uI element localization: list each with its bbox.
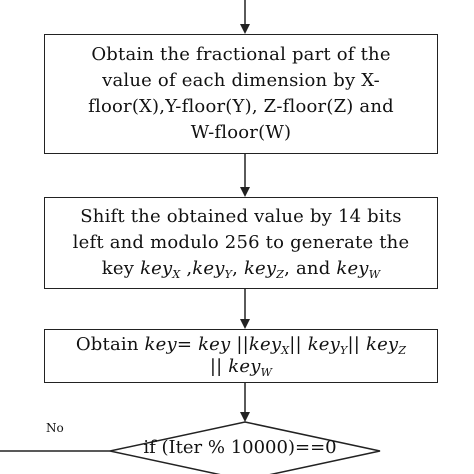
combine-key-z-base: key <box>365 334 399 355</box>
key-y-subscript: Y <box>224 268 233 281</box>
combine-key-y: keyY <box>307 334 348 357</box>
key-z-base: key <box>243 258 277 279</box>
key-w: keyW <box>336 258 381 281</box>
step-combine-key: Obtain key= key ||keyX|| keyY|| keyZ || … <box>44 329 438 383</box>
combine-key-y-subscript: Y <box>340 344 348 357</box>
key-w-subscript: W <box>368 268 381 281</box>
combine-key-x: keyX <box>248 334 290 357</box>
separator-1: , <box>180 258 193 279</box>
step-combine-text: Obtain key= key ||keyX|| keyY|| keyZ || … <box>76 334 406 378</box>
combine-key-equation: key= key <box>144 334 231 355</box>
key-x: keyX <box>140 258 181 281</box>
decision-diamond <box>109 421 381 474</box>
key-x-base: key <box>140 258 173 279</box>
step-shift-key-word: key <box>101 258 141 279</box>
key-y: keyY <box>192 258 233 281</box>
concat-bars-3: || <box>347 334 366 355</box>
combine-key-w: keyW <box>228 356 273 379</box>
key-w-base: key <box>336 258 369 279</box>
combine-key-w-base: key <box>228 356 261 377</box>
step-combine-line-1: Obtain key= key ||keyX|| keyY|| keyZ <box>75 334 407 357</box>
step-fractional-line-2: value of each dimension by X- <box>102 70 380 91</box>
key-y-base: key <box>192 258 225 279</box>
step-shift-line-2: left and modulo 256 to generate the <box>72 232 410 253</box>
concat-bars-1: || <box>230 334 249 355</box>
step-shift-modulo: Shift the obtained value by 14 bits left… <box>44 197 438 289</box>
key-z-subscript: Z <box>276 268 285 281</box>
separator-3: , and <box>284 258 337 279</box>
step-fractional-part: Obtain the fractional part of the value … <box>44 34 438 154</box>
combine-key-z: keyZ <box>365 334 407 357</box>
step-fractional-line-1: Obtain the fractional part of the <box>91 44 391 65</box>
key-x-subscript: X <box>172 268 181 281</box>
no-branch-label: No <box>46 421 64 435</box>
key-z: keyZ <box>243 258 285 281</box>
decision-condition: if (Iter % 10000)==0 <box>143 437 337 458</box>
step-fractional-text: Obtain the fractional part of the value … <box>88 42 394 146</box>
step-fractional-line-4: W-floor(W) <box>190 122 292 143</box>
combine-key-x-base: key <box>248 334 282 355</box>
step-shift-text: Shift the obtained value by 14 bits left… <box>73 204 410 282</box>
combine-prefix: Obtain <box>75 334 145 355</box>
combine-key-z-subscript: Z <box>398 344 407 357</box>
concat-bars-2: || <box>289 334 308 355</box>
combine-key-y-base: key <box>307 334 341 355</box>
concat-bars-4: || <box>209 356 229 377</box>
step-shift-line-3: key keyX ,keyY, keyZ, and keyW <box>101 258 381 281</box>
step-shift-line-1: Shift the obtained value by 14 bits <box>80 206 402 227</box>
separator-2: , <box>232 258 244 279</box>
step-combine-line-2: || keyW <box>209 356 273 379</box>
step-fractional-line-3: floor(X),Y-floor(Y), Z-floor(Z) and <box>88 96 394 117</box>
combine-key-x-subscript: X <box>281 344 290 357</box>
combine-key-w-subscript: W <box>260 366 273 379</box>
